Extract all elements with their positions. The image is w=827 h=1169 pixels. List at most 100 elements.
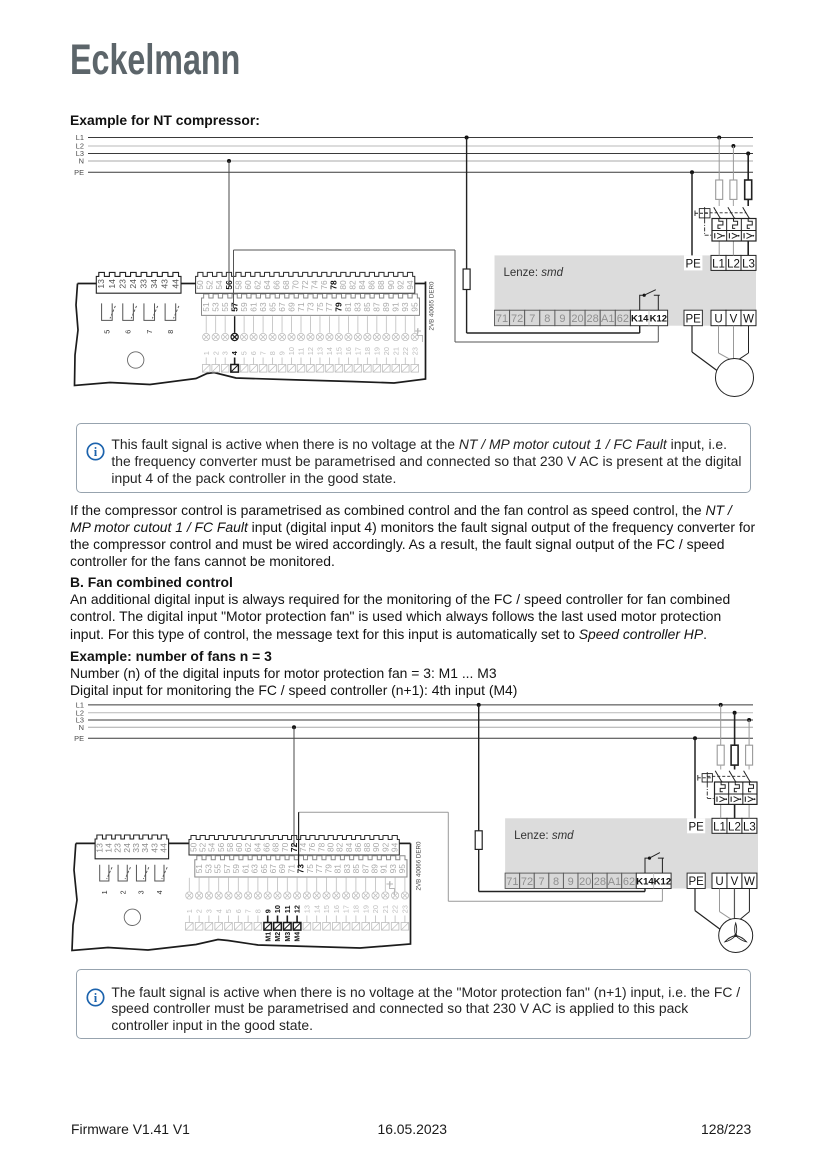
svg-text:13: 13: [316, 347, 325, 355]
svg-text:72: 72: [511, 313, 523, 325]
svg-text:91: 91: [379, 864, 389, 874]
svg-text:78: 78: [329, 280, 339, 290]
svg-text:K14: K14: [631, 314, 649, 325]
svg-text:67: 67: [268, 864, 278, 874]
svg-text:83: 83: [342, 864, 352, 874]
svg-text:73: 73: [305, 302, 315, 312]
svg-text:50: 50: [195, 280, 205, 290]
svg-text:86: 86: [367, 280, 377, 290]
svg-text:51: 51: [194, 864, 204, 874]
svg-text:54: 54: [207, 842, 217, 852]
svg-text:L1: L1: [76, 701, 84, 710]
svg-text:74: 74: [298, 842, 308, 852]
svg-text:9: 9: [559, 313, 565, 325]
svg-text:82: 82: [348, 280, 358, 290]
svg-text:69: 69: [277, 864, 287, 874]
svg-text:89: 89: [381, 302, 391, 312]
svg-text:16: 16: [332, 905, 341, 913]
svg-text:59: 59: [239, 302, 249, 312]
svg-text:56: 56: [216, 842, 226, 852]
svg-text:62: 62: [617, 313, 629, 325]
svg-text:M3: M3: [285, 932, 292, 942]
svg-text:44: 44: [170, 279, 180, 289]
svg-text:34: 34: [140, 843, 150, 853]
svg-text:4: 4: [155, 890, 164, 894]
svg-text:62: 62: [252, 280, 262, 290]
svg-text:M4: M4: [295, 932, 302, 942]
svg-text:L3: L3: [742, 259, 755, 271]
svg-text:5: 5: [240, 351, 249, 355]
svg-text:13: 13: [94, 843, 104, 853]
svg-text:86: 86: [353, 842, 363, 852]
svg-text:2: 2: [195, 909, 204, 913]
svg-text:7: 7: [244, 909, 253, 913]
svg-text:54: 54: [214, 280, 224, 290]
svg-text:75: 75: [305, 864, 315, 874]
svg-text:1: 1: [100, 890, 109, 894]
svg-text:88: 88: [362, 842, 372, 852]
svg-text:28: 28: [587, 313, 599, 325]
svg-text:20: 20: [571, 313, 583, 325]
svg-text:9: 9: [263, 909, 272, 913]
svg-text:59: 59: [231, 864, 241, 874]
svg-text:62: 62: [623, 876, 635, 888]
svg-text:8: 8: [254, 909, 263, 913]
svg-text:K12: K12: [654, 877, 671, 888]
svg-text:A1: A1: [608, 876, 621, 888]
svg-text:K12: K12: [650, 314, 667, 325]
svg-text:21: 21: [391, 347, 400, 355]
svg-text:69: 69: [286, 302, 296, 312]
svg-text:K14: K14: [636, 877, 654, 888]
svg-text:81: 81: [343, 302, 353, 312]
svg-text:78: 78: [316, 842, 326, 852]
svg-text:62: 62: [243, 842, 253, 852]
svg-text:53: 53: [203, 864, 213, 874]
svg-text:65: 65: [267, 302, 277, 312]
svg-text:3: 3: [221, 351, 230, 355]
svg-text:18: 18: [363, 347, 372, 355]
svg-text:6: 6: [124, 330, 133, 334]
svg-text:50: 50: [188, 842, 198, 852]
svg-text:72: 72: [300, 280, 310, 290]
svg-text:20: 20: [579, 876, 591, 888]
svg-text:L1: L1: [712, 259, 725, 271]
svg-text:13: 13: [96, 279, 106, 289]
svg-text:14: 14: [325, 347, 334, 355]
svg-text:8: 8: [268, 351, 277, 355]
svg-text:95: 95: [410, 302, 420, 312]
svg-text:71: 71: [506, 876, 518, 888]
svg-text:PE: PE: [74, 734, 84, 743]
svg-text:Lenze: smd: Lenze: smd: [504, 267, 564, 279]
svg-text:70: 70: [280, 842, 290, 852]
svg-text:U: U: [715, 876, 723, 888]
svg-text:79: 79: [323, 864, 333, 874]
svg-text:76: 76: [307, 842, 317, 852]
svg-text:W: W: [743, 313, 754, 325]
svg-text:24: 24: [122, 843, 132, 853]
svg-text:23: 23: [113, 843, 123, 853]
svg-text:19: 19: [361, 905, 370, 913]
svg-text:72: 72: [289, 842, 299, 852]
svg-text:W: W: [744, 876, 755, 888]
svg-text:22: 22: [401, 347, 410, 355]
svg-text:M2: M2: [275, 932, 282, 942]
svg-text:52: 52: [198, 842, 208, 852]
svg-text:14: 14: [103, 843, 113, 853]
svg-text:L1: L1: [76, 133, 84, 142]
svg-text:L1: L1: [713, 822, 726, 834]
svg-text:2VB 40065 DER0: 2VB 40065 DER0: [429, 281, 436, 330]
svg-text:43: 43: [149, 843, 159, 853]
svg-text:PE: PE: [74, 168, 84, 177]
svg-text:20: 20: [382, 347, 391, 355]
svg-text:90: 90: [371, 842, 381, 852]
svg-text:68: 68: [271, 842, 281, 852]
svg-text:8: 8: [544, 313, 550, 325]
svg-text:21: 21: [381, 905, 390, 913]
svg-text:55: 55: [213, 864, 223, 874]
svg-text:44: 44: [159, 843, 169, 853]
svg-text:7: 7: [529, 313, 535, 325]
svg-text:67: 67: [277, 302, 287, 312]
svg-text:8: 8: [553, 876, 559, 888]
svg-text:58: 58: [233, 280, 243, 290]
svg-text:1: 1: [202, 351, 211, 355]
